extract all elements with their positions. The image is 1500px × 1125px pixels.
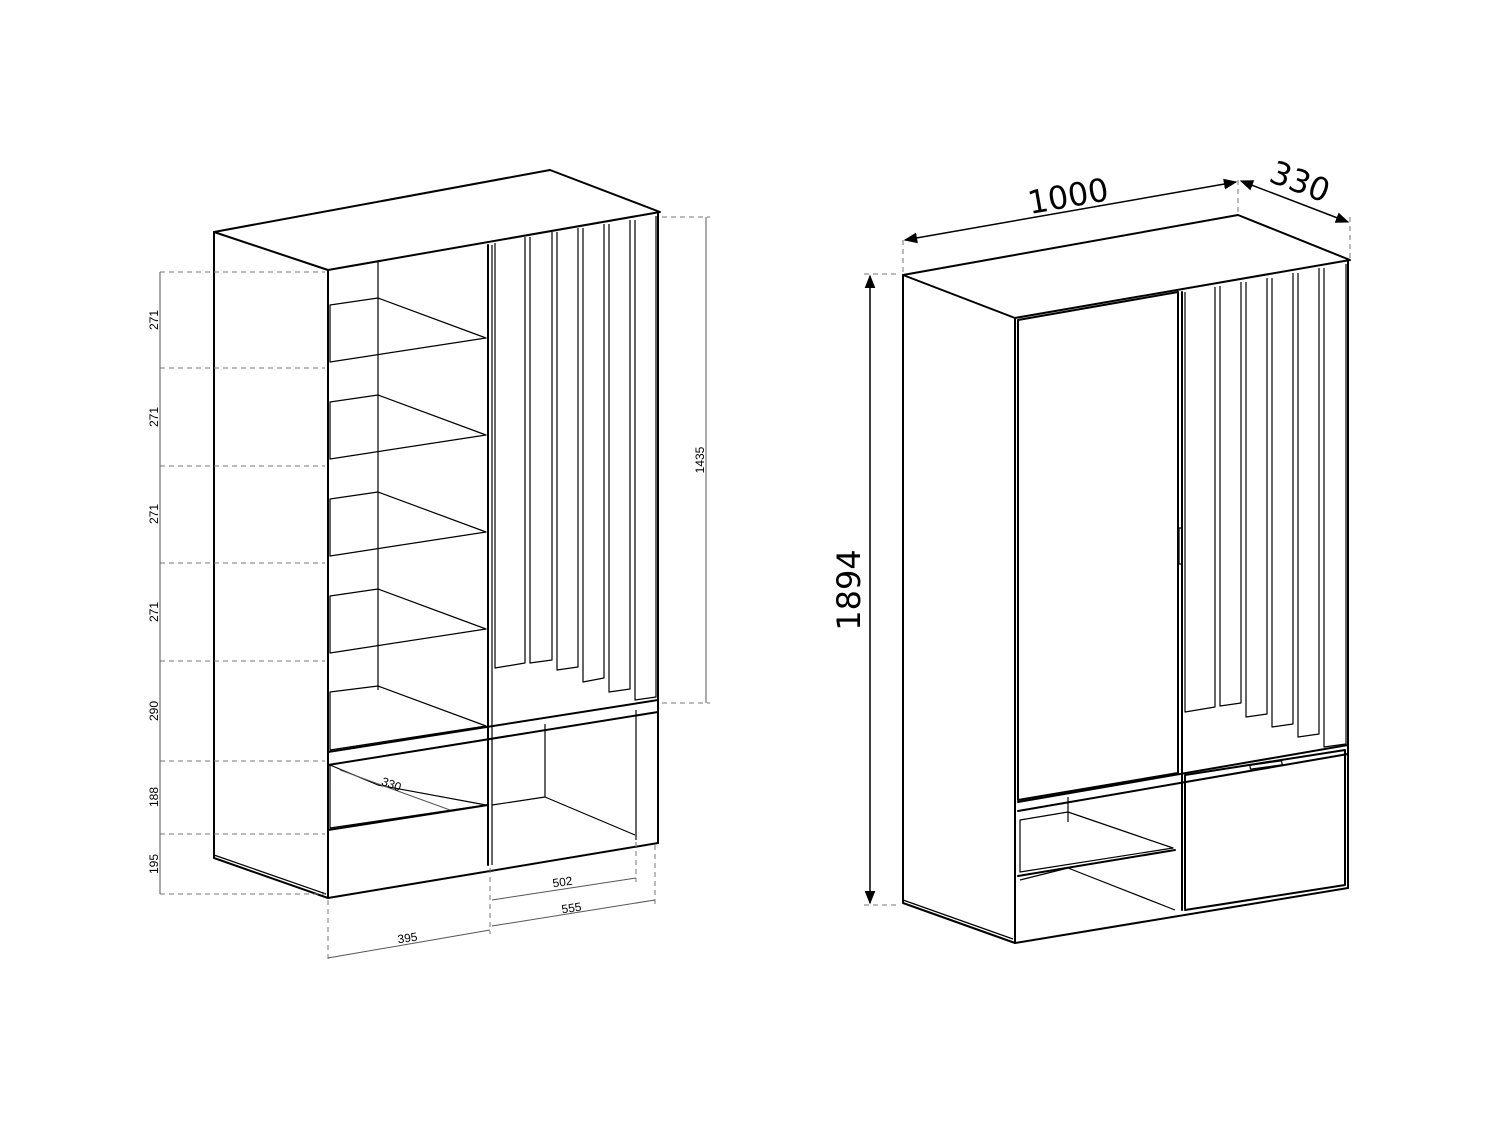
dimension-lines-left [159,216,710,962]
drawer-front [1184,749,1346,911]
spacing-label-1: 271 [147,310,161,330]
right-height-label: 1435 [693,446,707,473]
closed-wardrobe-view: 1000 330 1894 [830,153,1351,944]
spacing-label-2: 271 [147,407,161,427]
width-label: 1000 [1025,170,1112,222]
spacing-label-7: 195 [147,854,161,874]
drawer-handle [1249,760,1283,770]
width-right-outer-label: 555 [561,900,583,917]
spacing-label-4: 271 [147,602,161,622]
open-wardrobe-view: 271 271 271 271 290 188 195 1435 330 395… [147,169,710,962]
vertical-slats [494,216,657,701]
width-right-inner-label: 502 [552,874,574,891]
inner-depth-label: 330 [380,774,404,794]
spacing-label-6: 188 [147,787,161,807]
door-handle [1178,527,1183,565]
depth-label: 330 [1265,153,1336,210]
width-left-label: 395 [397,930,419,947]
spacing-label-5: 290 [147,701,161,721]
vertical-slats-closed [1184,264,1347,748]
spacing-label-3: 271 [147,504,161,524]
height-label: 1894 [830,549,868,630]
dimension-lines-right [864,176,1351,906]
